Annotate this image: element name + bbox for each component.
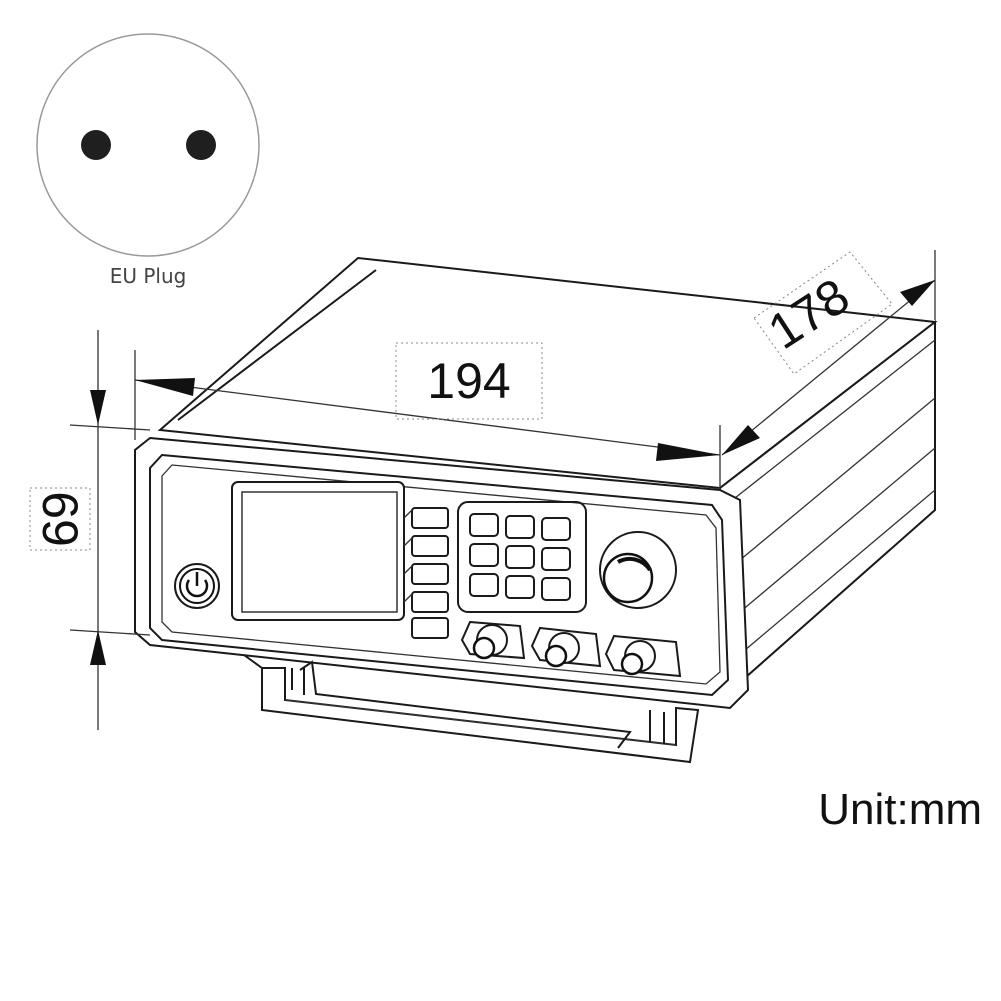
soft-key-3[interactable]: [411, 563, 449, 585]
height-dimension-label: 69: [32, 491, 88, 547]
keypad-key-5[interactable]: [505, 545, 535, 569]
width-dimension-label: 194: [427, 353, 510, 409]
height-dimension: [29, 330, 151, 730]
depth-dimension: [721, 250, 936, 456]
soft-key-column: [403, 507, 449, 639]
bnc-connector-3[interactable]: [604, 634, 682, 678]
keypad: [457, 501, 587, 613]
unit-label: Unit:mm: [818, 785, 982, 834]
soft-key-5[interactable]: [411, 617, 449, 639]
rotary-knob-icon[interactable]: [599, 531, 677, 609]
keypad-key-3[interactable]: [541, 517, 571, 541]
bnc-connector-2[interactable]: [530, 626, 602, 668]
plug-pin-left: [81, 130, 111, 160]
power-icon: [185, 572, 209, 598]
plug-label: EU Plug: [110, 264, 187, 288]
keypad-key-4[interactable]: [469, 543, 499, 567]
power-button[interactable]: [174, 563, 220, 609]
device-stand: [243, 654, 700, 764]
bnc-connector-1[interactable]: [460, 620, 526, 660]
keypad-key-2[interactable]: [505, 515, 535, 539]
keypad-key-1[interactable]: [469, 513, 499, 537]
bnc-connector-row: [460, 620, 682, 678]
keypad-key-7[interactable]: [469, 573, 499, 597]
keypad-key-9[interactable]: [541, 577, 571, 601]
soft-key-2[interactable]: [411, 535, 449, 557]
lcd-screen: [231, 481, 405, 621]
eu-plug-icon: [36, 33, 260, 257]
keypad-key-6[interactable]: [541, 547, 571, 571]
keypad-key-8[interactable]: [505, 575, 535, 599]
width-dimension: [134, 342, 721, 490]
plug-pin-right: [186, 130, 216, 160]
soft-key-4[interactable]: [411, 591, 449, 613]
soft-key-1[interactable]: [411, 507, 449, 529]
